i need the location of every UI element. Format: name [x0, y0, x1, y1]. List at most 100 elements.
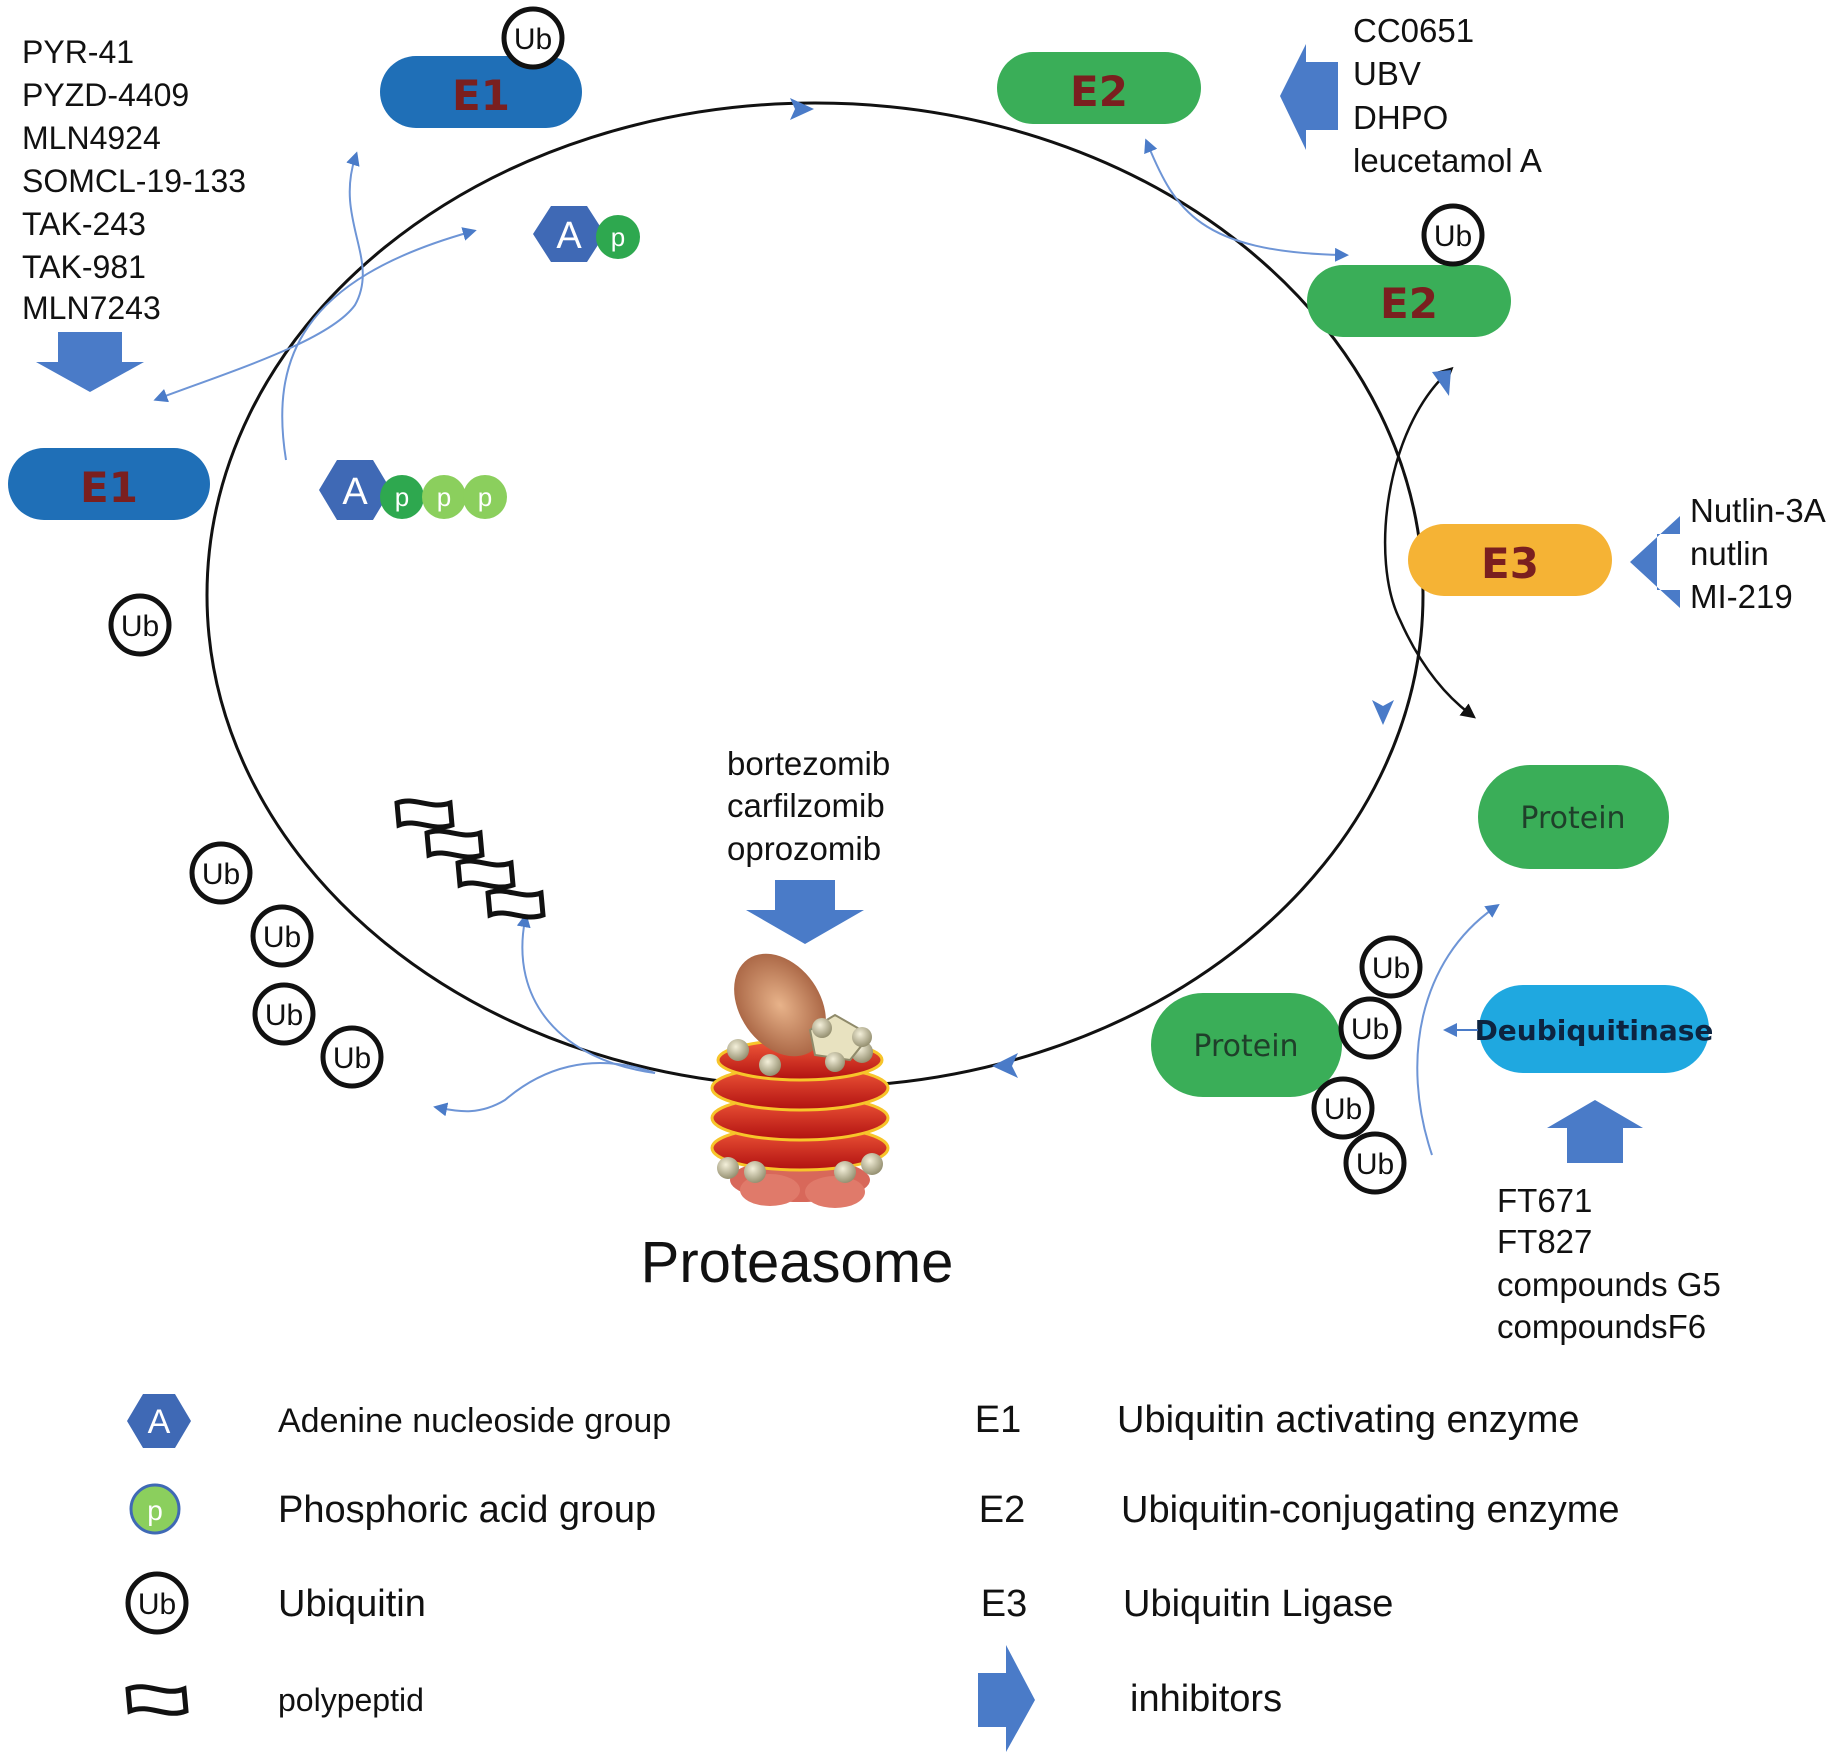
proteasome-inhibitor-item: carfilzomib — [727, 787, 885, 824]
arrow-e1-activation — [153, 151, 364, 403]
proteasome-inhibitor-item: bortezomib — [727, 745, 890, 782]
arrow-proteasome-to-ub-recycle — [433, 1062, 656, 1117]
arrow-atp-to-amp — [281, 227, 477, 461]
ub-label: Ub — [1356, 1148, 1394, 1181]
e1-left-pill: E1 — [8, 448, 210, 520]
ub-label: Ub — [1434, 220, 1472, 253]
e1-top-label: E1 — [452, 71, 510, 120]
ub-label: Ub — [1372, 952, 1410, 985]
e2-inhibitor-list: CC0651 UBV DHPO leucetamol A — [1353, 12, 1542, 179]
e1-inhibitor-item: MLN7243 — [22, 290, 161, 326]
protein-ubiquitinated: Protein — [1151, 993, 1342, 1097]
ub-free-left: Ub — [108, 593, 172, 657]
legend-e2-desc: Ubiquitin-conjugating enzyme — [1121, 1489, 1620, 1531]
e1-left-label: E1 — [80, 463, 138, 512]
ub-label: Ub — [202, 858, 240, 891]
ub-on-e2: Ub — [1421, 203, 1485, 267]
protein-free-label: Protein — [1520, 801, 1625, 836]
dub-inhibitor-item: FT827 — [1497, 1223, 1592, 1260]
e2-inhibitor-item: CC0651 — [1353, 12, 1474, 49]
e3-inhibitor-arrow — [1630, 516, 1680, 608]
legend-adenine-icon — [127, 1394, 191, 1448]
legend-e1-key: E1 — [975, 1399, 1021, 1441]
proteasome-inhibitor-item: oprozomib — [727, 830, 881, 867]
proteasome-inhibitor-arrow — [746, 880, 864, 944]
proteasome-label: Proteasome — [641, 1230, 954, 1295]
dub-inhibitor-item: compoundsF6 — [1497, 1308, 1706, 1345]
legend-polypeptid-text: polypeptid — [278, 1682, 424, 1718]
legend-adenine-text: Adenine nucleoside group — [278, 1402, 671, 1440]
legend-ubiquitin-icon — [125, 1571, 189, 1635]
e2-top-pill: E2 — [997, 52, 1201, 124]
p-label: p — [478, 482, 492, 512]
e2-inhibitor-arrow — [1280, 44, 1338, 150]
legend-inhibitors-text: inhibitors — [1130, 1678, 1282, 1720]
ub-label: Ub — [1324, 1093, 1362, 1126]
e3-inhibitor-item: Nutlin-3A — [1690, 492, 1826, 529]
deub-label: Deubiquitinase — [1475, 1014, 1714, 1047]
p-label: p — [611, 222, 625, 252]
legend-inhibitor-arrow-icon — [978, 1645, 1035, 1752]
e2-inhibitor-item: DHPO — [1353, 99, 1448, 136]
legend-a-label: A — [148, 1403, 171, 1441]
e3-pill: E3 — [1408, 524, 1612, 596]
e1-inhibitor-list: PYR-41 PYZD-4409 MLN4924 SOMCL-19-133 TA… — [22, 34, 246, 326]
e3-inhibitor-item: MI-219 — [1690, 578, 1793, 615]
ub-label: Ub — [263, 921, 301, 954]
legend-e3-desc: Ubiquitin Ligase — [1123, 1583, 1393, 1625]
dub-inhibitor-item: compounds G5 — [1497, 1266, 1721, 1303]
ubiquitin-cycle-ellipse — [205, 101, 1425, 1089]
p-label: p — [395, 482, 409, 512]
e1-inhibitor-item: PYZD-4409 — [22, 77, 189, 113]
dub-inhibitor-item: FT671 — [1497, 1182, 1592, 1219]
deubiquitinase-pill: Deubiquitinase — [1475, 985, 1714, 1073]
p-label: p — [437, 482, 451, 512]
legend-e2-key: E2 — [979, 1489, 1025, 1531]
legend-e1-desc: Ubiquitin activating enzyme — [1117, 1399, 1580, 1441]
e1-inhibitor-item: MLN4924 — [22, 120, 161, 156]
ub-on-e1: Ub — [501, 6, 565, 70]
legend-ubiquitin-text: Ubiquitin — [278, 1583, 426, 1625]
proteasome-graphic — [710, 953, 890, 1208]
e3-label: E3 — [1481, 539, 1539, 588]
e2-inhibitor-item: leucetamol A — [1353, 142, 1542, 179]
a-label: A — [556, 215, 582, 257]
e1-inhibitor-item: TAK-243 — [22, 206, 146, 242]
ub-label: Ub — [333, 1042, 371, 1075]
protein-ub-label: Protein — [1193, 1029, 1298, 1064]
dub-inhibitor-arrow — [1547, 1100, 1643, 1163]
e2-top-label: E2 — [1070, 67, 1128, 116]
e1-top-pill: E1 — [380, 56, 582, 128]
proteasome-inhibitor-list: bortezomib carfilzomib oprozomib — [727, 745, 890, 867]
ub-label: Ub — [514, 23, 552, 56]
arrow-deub-release — [1416, 903, 1500, 1156]
arrow-e2-e3-protein — [1383, 366, 1476, 719]
e3-inhibitor-item: nutlin — [1690, 535, 1769, 572]
e2-inhibitor-item: UBV — [1353, 55, 1421, 92]
amp-group: A p — [533, 206, 640, 262]
e1-inhibitor-item: PYR-41 — [22, 34, 134, 70]
ub-released-cluster: Ub Ub Ub Ub — [189, 841, 384, 1089]
atp-group: A p p p — [319, 460, 507, 520]
arrow-proteasome-to-peptides — [516, 913, 656, 1074]
legend-phosphate-icon — [129, 1483, 181, 1535]
legend-polypeptid-icon — [125, 1684, 189, 1716]
ub-label: Ub — [121, 610, 159, 643]
legend: A Adenine nucleoside group p Phosphoric … — [125, 1394, 1620, 1752]
ub-label: Ub — [138, 1588, 176, 1621]
legend-p-label: p — [147, 1495, 163, 1526]
e2-ub-label: E2 — [1380, 279, 1438, 328]
a-label: A — [342, 471, 368, 513]
e1-inhibitor-arrow — [36, 332, 144, 392]
dub-inhibitor-list: FT671 FT827 compounds G5 compoundsF6 — [1497, 1182, 1721, 1345]
arrow-head-to-e2 — [1432, 370, 1451, 396]
e1-inhibitor-item: TAK-981 — [22, 249, 146, 285]
e1-inhibitor-item: SOMCL-19-133 — [22, 163, 246, 199]
arrow-e1-to-e2 — [1144, 138, 1349, 262]
e3-inhibitor-list: Nutlin-3A nutlin MI-219 — [1690, 492, 1826, 615]
ub-label: Ub — [1351, 1013, 1389, 1046]
cycle-arrowheads — [790, 98, 1394, 1078]
protein-free: Protein — [1478, 765, 1669, 869]
ub-label: Ub — [265, 999, 303, 1032]
